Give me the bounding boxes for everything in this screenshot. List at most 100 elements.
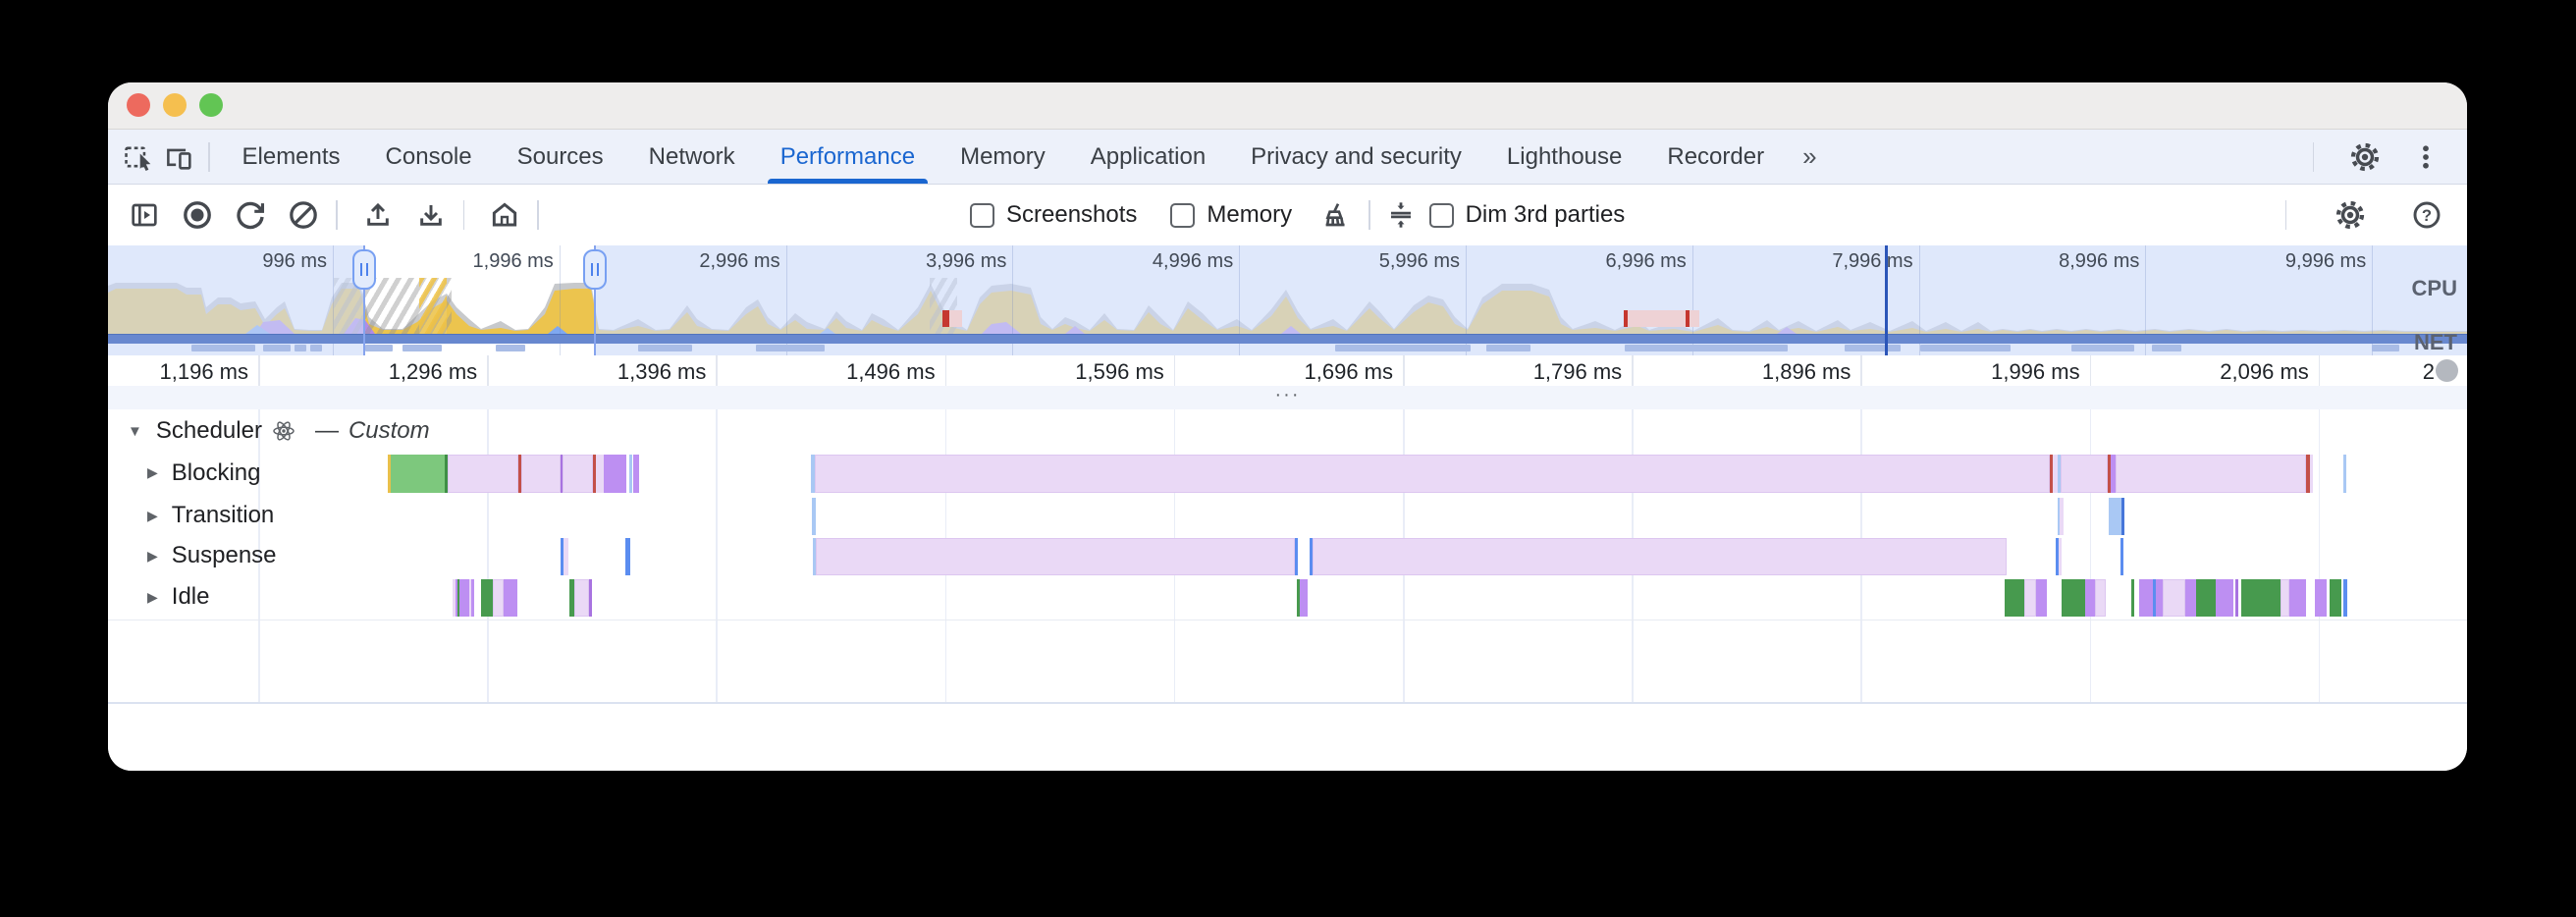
- tab-console[interactable]: Console: [385, 142, 472, 170]
- flame-segment[interactable]: [2121, 498, 2124, 535]
- record-icon[interactable]: [175, 192, 220, 238]
- flame-segment[interactable]: [593, 455, 596, 493]
- flame-segment[interactable]: [561, 538, 564, 575]
- flame-segment[interactable]: [633, 455, 639, 493]
- flame-segment[interactable]: [2131, 579, 2134, 617]
- flame-segment[interactable]: [445, 455, 448, 493]
- flame-segment[interactable]: [388, 455, 391, 493]
- flame-segment[interactable]: [2306, 455, 2310, 493]
- expand-lane-triangle[interactable]: ▶: [147, 507, 158, 523]
- flame-segment[interactable]: [2310, 455, 2313, 493]
- inspect-element-icon[interactable]: [120, 137, 159, 177]
- flame-segment[interactable]: [518, 455, 521, 493]
- flame-segment[interactable]: [2241, 579, 2281, 617]
- screenshots-checkbox-box[interactable]: [970, 202, 994, 228]
- flame-segment[interactable]: [574, 579, 589, 617]
- upload-profile-icon[interactable]: [355, 192, 401, 238]
- flame-segment[interactable]: [459, 579, 469, 617]
- flame-segment[interactable]: [2062, 579, 2085, 617]
- flame-segment[interactable]: [2061, 455, 2108, 493]
- flame-segment[interactable]: [1310, 538, 1313, 575]
- flame-segment[interactable]: [1300, 579, 1308, 617]
- flame-segment[interactable]: [504, 579, 517, 617]
- flame-chart[interactable]: ▼ Scheduler — Custom ▶Blocking▶Transitio…: [108, 409, 2467, 702]
- flame-segment[interactable]: [569, 579, 574, 617]
- flame-segment[interactable]: [2343, 455, 2346, 493]
- memory-checkbox[interactable]: Memory: [1170, 201, 1292, 229]
- tab-elements[interactable]: Elements: [242, 142, 341, 170]
- download-profile-icon[interactable]: [408, 192, 454, 238]
- tab-network[interactable]: Network: [648, 142, 735, 170]
- flame-segment[interactable]: [2058, 498, 2060, 535]
- live-metrics-home-icon[interactable]: [482, 192, 527, 238]
- flame-segment[interactable]: [2050, 455, 2053, 493]
- flame-segment[interactable]: [2059, 538, 2062, 575]
- collapse-track-triangle[interactable]: ▼: [128, 422, 142, 440]
- memory-checkbox-box[interactable]: [1170, 202, 1196, 228]
- flame-segment[interactable]: [2095, 579, 2106, 617]
- zoom-window-button[interactable]: [199, 93, 223, 117]
- selection-left-handle[interactable]: [352, 249, 376, 290]
- tab-privacy-and-security[interactable]: Privacy and security: [1251, 142, 1462, 170]
- close-window-button[interactable]: [127, 93, 150, 117]
- flame-segment[interactable]: [2330, 579, 2341, 617]
- flame-segment[interactable]: [2153, 579, 2156, 617]
- flame-segment[interactable]: [391, 455, 445, 493]
- flame-segment[interactable]: [453, 579, 456, 617]
- flame-segment[interactable]: [816, 538, 1295, 575]
- garbage-collect-icon[interactable]: [1314, 192, 1359, 238]
- flame-segment[interactable]: [812, 498, 816, 535]
- flame-segment[interactable]: [2058, 455, 2061, 493]
- device-toolbar-icon[interactable]: [159, 137, 198, 177]
- flame-segment[interactable]: [2036, 579, 2047, 617]
- flame-segment[interactable]: [2315, 579, 2327, 617]
- flame-segment[interactable]: [813, 538, 816, 575]
- dim-3rd-parties-checkbox-box[interactable]: [1428, 202, 1454, 228]
- flame-segment[interactable]: [2156, 579, 2163, 617]
- expand-lane-triangle[interactable]: ▶: [147, 464, 158, 480]
- flame-segment[interactable]: [2085, 579, 2095, 617]
- flame-segment[interactable]: [2005, 579, 2024, 617]
- selection-left-edge[interactable]: [363, 245, 365, 355]
- expand-lane-triangle[interactable]: ▶: [147, 547, 158, 564]
- flame-segment[interactable]: [561, 455, 563, 493]
- tab-lighthouse[interactable]: Lighthouse: [1506, 142, 1623, 170]
- flame-segment[interactable]: [471, 579, 474, 617]
- flame-segment[interactable]: [629, 455, 632, 493]
- lane-label-blocking[interactable]: ▶Blocking: [147, 459, 261, 487]
- flame-segment[interactable]: [1295, 538, 1298, 575]
- flame-segment[interactable]: [2060, 498, 2064, 535]
- record-and-reload-icon[interactable]: [228, 192, 273, 238]
- scrollbar-thumb[interactable]: [2436, 359, 2458, 382]
- flame-segment[interactable]: [2116, 455, 2306, 493]
- settings-gear-icon[interactable]: [2345, 137, 2385, 177]
- panel-divider-handle[interactable]: ···: [108, 385, 2467, 410]
- flame-segment[interactable]: [2120, 538, 2123, 575]
- flame-segment[interactable]: [2235, 579, 2238, 617]
- screenshots-checkbox[interactable]: Screenshots: [970, 201, 1137, 229]
- flame-segment[interactable]: [469, 579, 471, 617]
- flame-segment[interactable]: [2196, 579, 2216, 617]
- flame-segment[interactable]: [2108, 455, 2111, 493]
- flame-segment[interactable]: [625, 538, 630, 575]
- flame-segment[interactable]: [2139, 579, 2153, 617]
- dim-3rd-parties-checkbox[interactable]: Dim 3rd parties: [1428, 201, 1625, 229]
- minimize-window-button[interactable]: [163, 93, 187, 117]
- flame-segment[interactable]: [2281, 579, 2289, 617]
- expand-lane-triangle[interactable]: ▶: [147, 588, 158, 605]
- tab-performance[interactable]: Performance: [758, 130, 938, 184]
- customize-devtools-menu-icon[interactable]: [2406, 137, 2445, 177]
- flame-segment[interactable]: [604, 455, 626, 493]
- selection-right-edge[interactable]: [594, 245, 596, 355]
- flame-segment[interactable]: [2185, 579, 2196, 617]
- flame-segment[interactable]: [456, 579, 457, 617]
- lane-label-suspense[interactable]: ▶Suspense: [147, 542, 277, 569]
- flame-segment[interactable]: [493, 579, 504, 617]
- flame-segment[interactable]: [457, 579, 459, 617]
- tab-application[interactable]: Application: [1090, 142, 1207, 170]
- collapse-timeline-icon[interactable]: [1378, 192, 1423, 238]
- flame-segment[interactable]: [2163, 579, 2185, 617]
- flame-segment[interactable]: [2024, 579, 2036, 617]
- flame-segment[interactable]: [2289, 579, 2306, 617]
